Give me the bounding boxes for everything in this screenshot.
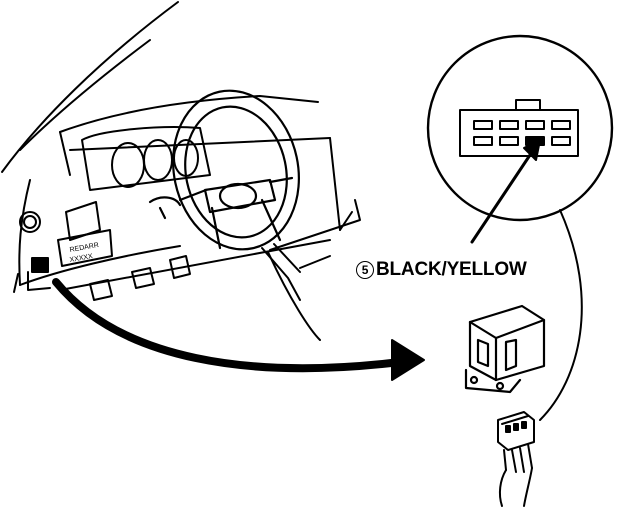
steering-wheel-icon	[148, 89, 300, 251]
dashboard-outline	[18, 95, 361, 341]
connector-face-icon	[459, 99, 579, 157]
pointer-arrow-icon	[52, 278, 425, 381]
relay-location-icon	[13, 257, 51, 293]
panel-label-line2: XXXXX	[69, 253, 94, 264]
wire-color-label: BLACK/YELLOW	[376, 259, 527, 280]
connector-icon	[497, 411, 535, 507]
panel-label-line1: REDARR	[69, 242, 99, 254]
panel-label: REDARR XXXXX	[69, 242, 99, 264]
instrument-cluster	[81, 126, 211, 191]
detail-circle-icon	[426, 34, 614, 222]
dash-vents	[57, 201, 191, 301]
wire-color-callout: 5 BLACK/YELLOW	[356, 256, 527, 284]
terminal-number-badge: 5	[356, 261, 374, 279]
callout-leader	[470, 139, 541, 244]
windshield-frame	[1, 1, 179, 173]
steering-column	[261, 243, 301, 301]
relay-icon	[464, 304, 546, 394]
detail-wire	[539, 209, 583, 421]
side-vent	[19, 211, 41, 233]
